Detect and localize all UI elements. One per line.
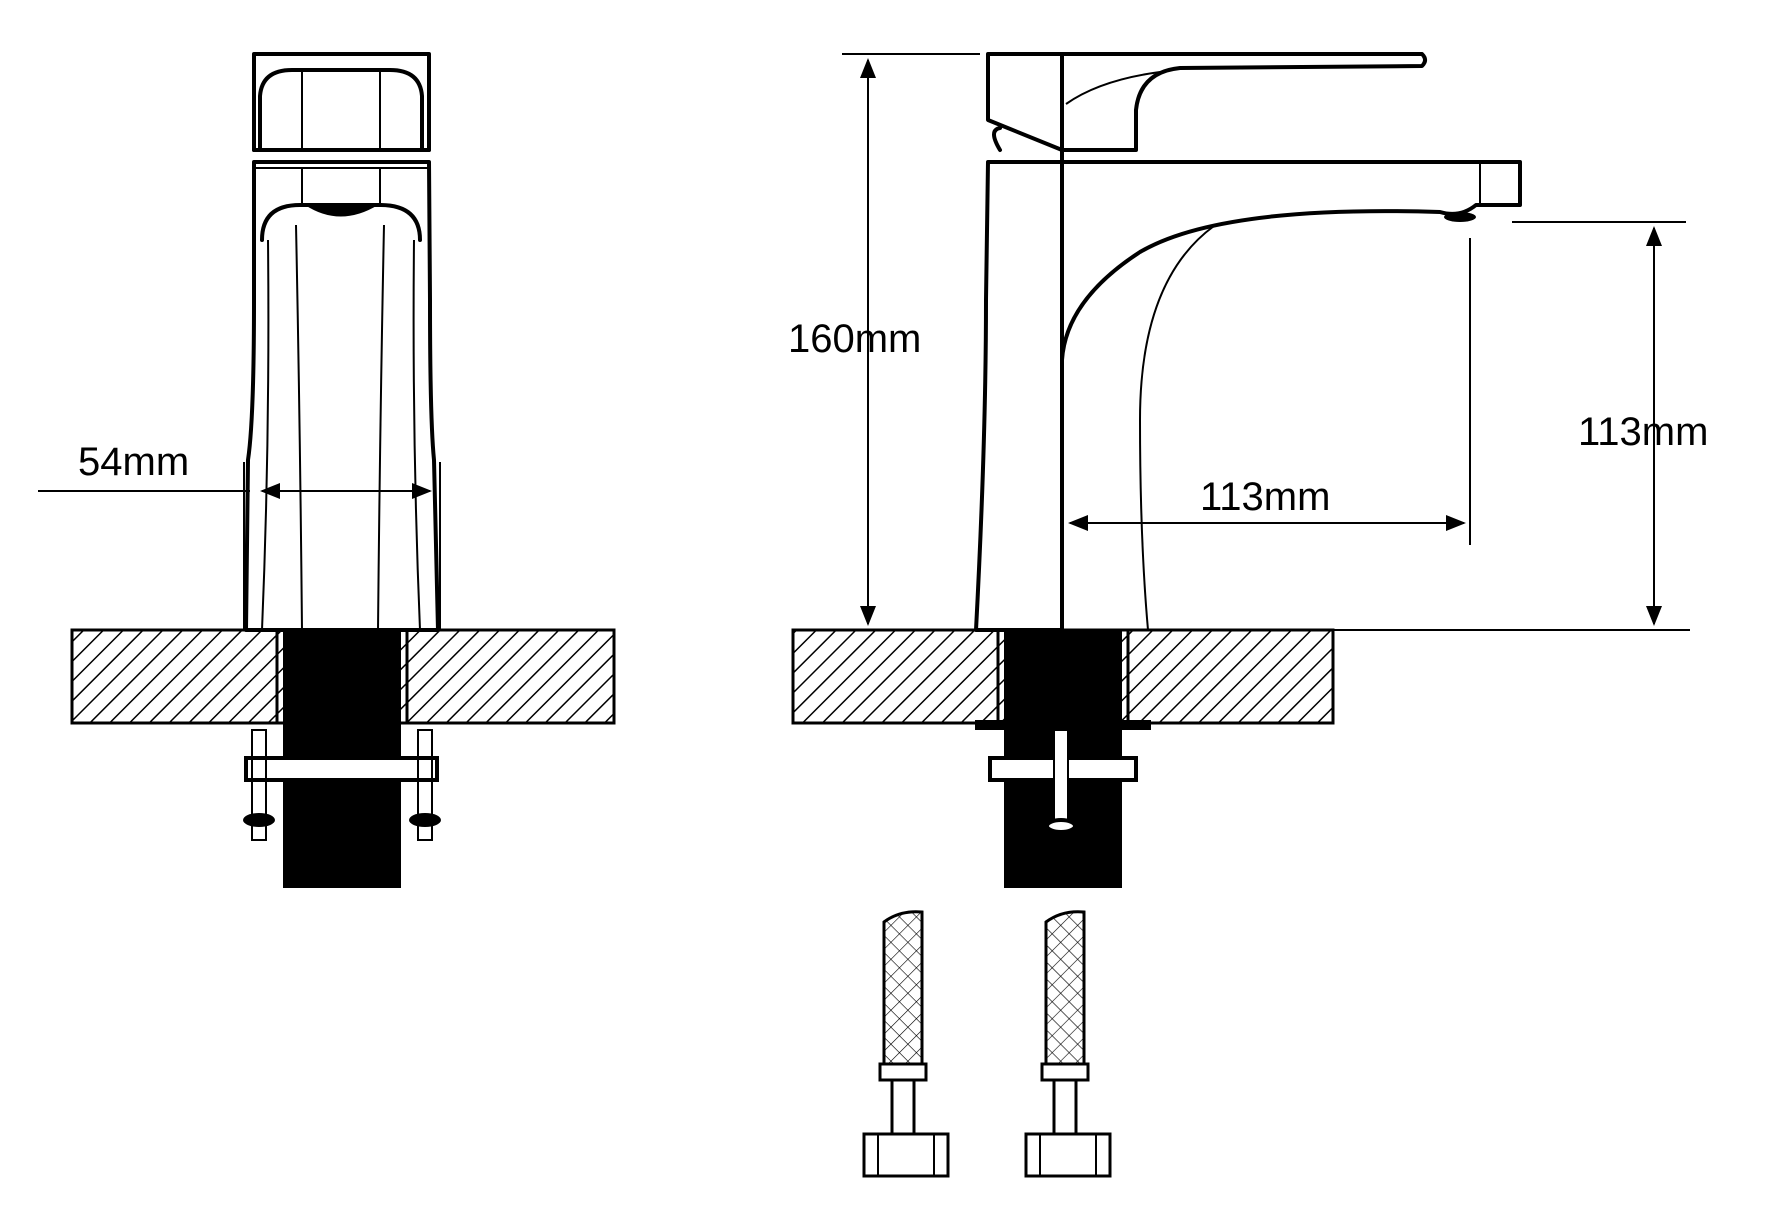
front-body	[244, 160, 440, 632]
side-lever-handle	[986, 52, 1427, 152]
dimension-total-height: 160mm	[788, 53, 980, 626]
supply-hose-right	[1024, 910, 1112, 1178]
side-view	[791, 52, 1522, 888]
supply-hose-left	[862, 910, 950, 1178]
dimension-spout-reach: 113mm	[1068, 238, 1471, 545]
front-view	[70, 52, 616, 888]
dimension-base-width: 54mm	[38, 440, 441, 630]
label-total-height: 160mm	[788, 317, 921, 361]
label-base-width: 54mm	[78, 440, 189, 484]
side-body	[974, 160, 1522, 632]
label-spout-reach: 113mm	[1200, 475, 1330, 519]
label-spout-height: 113mm	[1578, 410, 1708, 454]
front-handle-face	[258, 68, 424, 150]
dimension-spout-height: 113mm	[1333, 221, 1708, 631]
front-nut-plate	[244, 756, 439, 782]
